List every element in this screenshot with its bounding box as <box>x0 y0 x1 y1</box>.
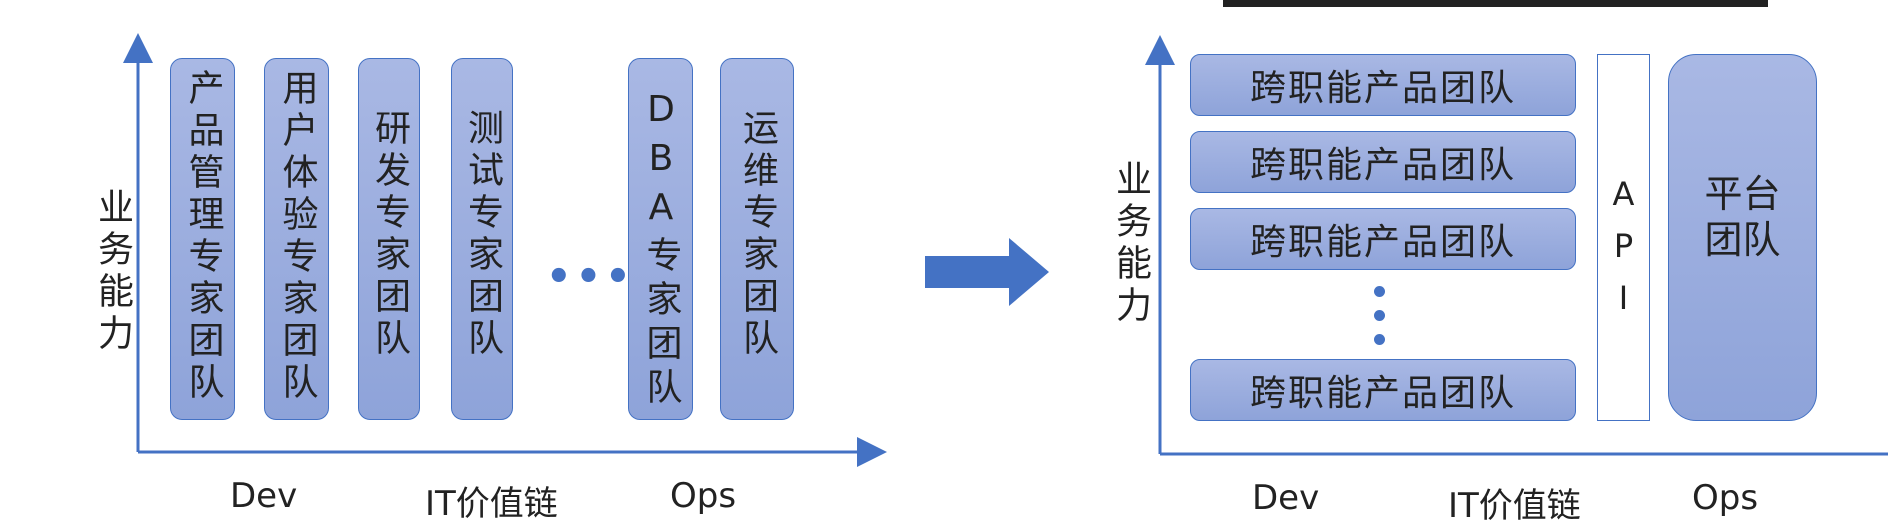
team-label: DBA专家团队 <box>640 89 682 412</box>
left-x-label-chain: IT价值链 <box>425 484 558 524</box>
left-x-label-dev: Dev <box>230 476 298 516</box>
team-label: 运维专家团队 <box>737 109 778 361</box>
right-arrow-icon <box>925 238 1049 306</box>
cross-functional-team-2: 跨职能产品团队 <box>1190 131 1576 193</box>
team-development: 研发专家团队 <box>358 58 420 420</box>
api-label: API <box>1604 175 1643 331</box>
team-product-management: 产品管理专家团队 <box>170 58 235 420</box>
team-label: 产品管理专家团队 <box>182 69 224 405</box>
cross-functional-team-1: 跨职能产品团队 <box>1190 54 1576 116</box>
ellipsis-indicator: ••• <box>546 254 635 300</box>
vertical-ellipsis <box>1374 286 1385 358</box>
team-user-experience: 用户体验专家团队 <box>264 58 329 420</box>
platform-team: 平台团队 <box>1668 54 1817 421</box>
team-label: 研发专家团队 <box>369 109 410 361</box>
left-x-label-ops: Ops <box>670 476 737 516</box>
right-x-label-dev: Dev <box>1252 478 1320 518</box>
team-label: 用户体验专家团队 <box>276 69 318 405</box>
right-y-axis-label: 业务能力 <box>1110 160 1151 328</box>
team-dba: DBA专家团队 <box>628 58 693 420</box>
top-bar <box>1223 0 1768 7</box>
right-x-label-ops: Ops <box>1692 478 1759 518</box>
team-operations: 运维专家团队 <box>720 58 794 420</box>
right-x-label-chain: IT价值链 <box>1448 486 1581 526</box>
api-layer: API <box>1597 54 1650 421</box>
team-testing: 测试专家团队 <box>451 58 513 420</box>
cross-functional-team-4: 跨职能产品团队 <box>1190 359 1576 421</box>
team-label: 测试专家团队 <box>462 109 503 361</box>
left-y-axis-label: 业务能力 <box>92 188 133 356</box>
cross-functional-team-3: 跨职能产品团队 <box>1190 208 1576 270</box>
platform-team-label: 平台团队 <box>1704 171 1781 262</box>
